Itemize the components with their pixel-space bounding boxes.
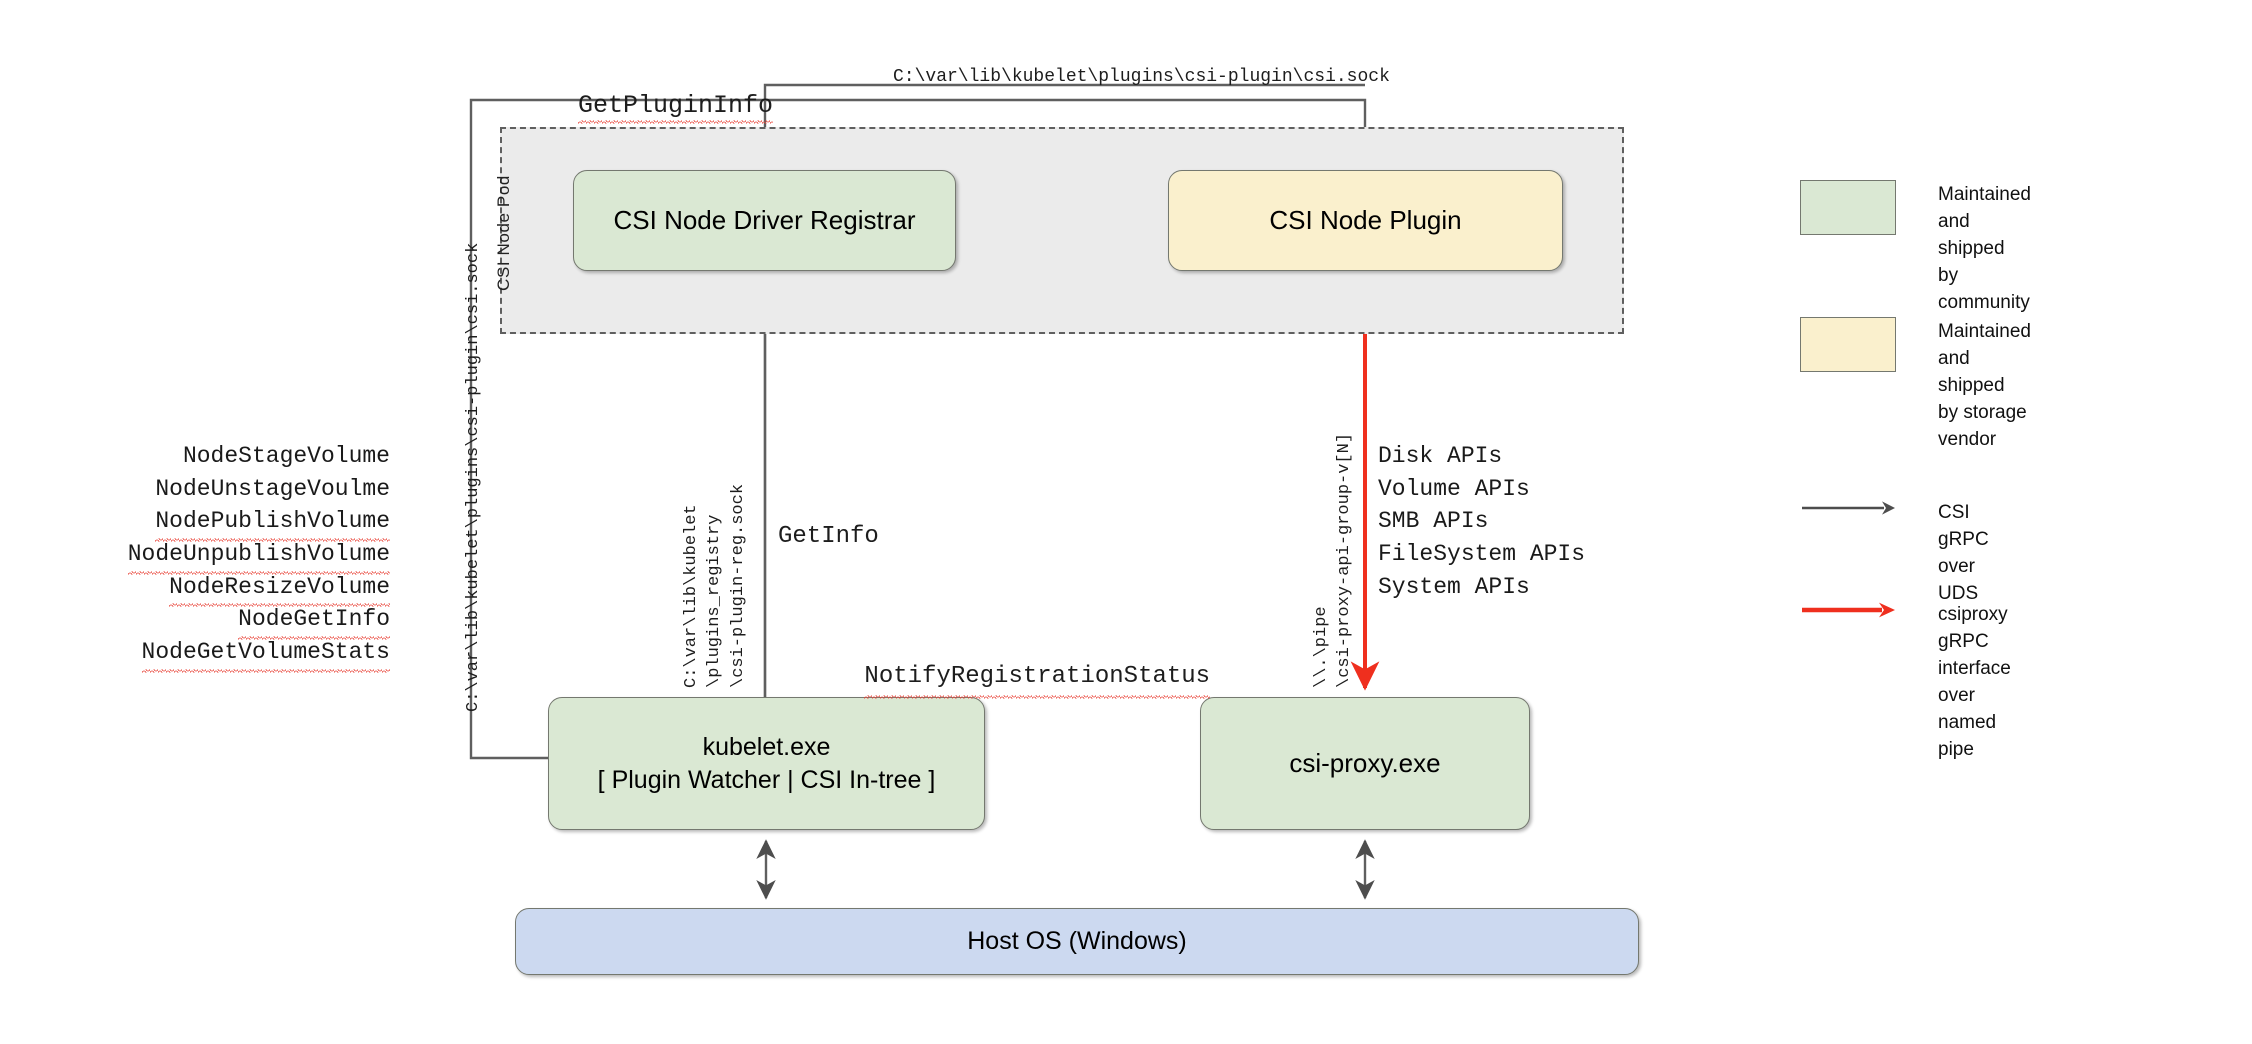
node-label-line1: kubelet.exe	[702, 732, 831, 761]
api-name: NodeGetVolumeStats	[141, 636, 391, 673]
csi-node-api-item: NodePublishVolume	[100, 505, 390, 542]
legend-label: Maintained and shipped by community	[1938, 184, 2031, 313]
node-label: csi-proxy.exe	[1289, 748, 1441, 779]
gray-arrow-icon	[1802, 501, 1895, 515]
csi-node-api-item: NodeUnstageVoulme	[100, 473, 390, 506]
csi-node-api-item: NodeResizeVolume	[100, 571, 390, 607]
label-text: GetPluginInfo	[578, 91, 774, 124]
node-label: CSI Node Plugin	[1269, 205, 1462, 236]
label-plugins-registry-path-vertical: C:\var\lib\kubelet \plugins_registry \cs…	[682, 483, 748, 688]
legend-item-community: Maintained and shipped by community	[1800, 180, 2031, 317]
legend-item-storage-vendor: Maintained and shipped by storage vendor	[1800, 317, 2031, 454]
csi-node-api-item: NodeGetVolumeStats	[100, 636, 391, 673]
label-named-pipe-path-vertical: \\.\pipe \csi-proxy-api-group-v[N]	[1312, 432, 1355, 688]
legend-label: Maintained and shipped by storage vendor	[1938, 321, 2031, 450]
legend-label: csiproxy gRPC interface over named pipe	[1938, 604, 2011, 760]
csi-proxy-api-item: Disk APIs	[1378, 443, 1503, 469]
legend-label: CSI gRPC over UDS	[1938, 502, 1989, 604]
label-registration-rpcs: GetInfo NotifyRegistrationStatus	[778, 452, 1210, 797]
csi-node-api-item: NodeStageVolume	[100, 440, 390, 473]
node-label: CSI Node Driver Registrar	[613, 205, 916, 236]
legend-swatch-green	[1800, 180, 1896, 235]
legend-swatch-cream	[1800, 317, 1896, 372]
csi-proxy-api-item: System APIs	[1378, 573, 1530, 600]
node-csi-node-plugin[interactable]: CSI Node Plugin	[1168, 170, 1563, 271]
label-get-info: GetInfo	[778, 523, 879, 551]
label-notify-registration-status: NotifyRegistrationStatus	[864, 660, 1210, 699]
api-name: NodeStageVolume	[182, 443, 390, 469]
node-host-os[interactable]: Host OS (Windows)	[515, 908, 1639, 975]
csi-node-pod-label: CSI Node Pod	[494, 175, 513, 291]
api-name: NodePublishVolume	[155, 505, 390, 542]
node-csi-proxy-exe[interactable]: csi-proxy.exe	[1200, 697, 1530, 830]
api-name: NodeUnstageVoulme	[155, 475, 390, 502]
node-csi-node-driver-registrar[interactable]: CSI Node Driver Registrar	[573, 170, 956, 271]
csi-proxy-api-item: Volume APIs	[1378, 475, 1530, 502]
legend-item-csiproxy-named-pipe: csiproxy gRPC interface over named pipe	[1800, 600, 2011, 764]
csi-proxy-api-item: FileSystem APIs	[1378, 540, 1586, 567]
legend-item-csi-grpc-uds: CSI gRPC over UDS	[1800, 498, 1989, 608]
csi-proxy-api-item: SMB APIs	[1378, 508, 1489, 535]
node-kubelet-exe[interactable]: kubelet.exe [ Plugin Watcher | CSI In-tr…	[548, 697, 985, 830]
csi-node-api-item: NodeGetInfo	[100, 603, 390, 640]
red-arrow-icon	[1802, 602, 1895, 618]
label-csi-sock-path-top: C:\var\lib\kubelet\plugins\csi-plugin\cs…	[893, 67, 1390, 87]
api-name: NodeGetInfo	[238, 603, 390, 640]
api-name: NodeResizeVolume	[169, 571, 390, 607]
node-label-line2: [ Plugin Watcher | CSI In-tree ]	[597, 765, 936, 794]
node-label: Host OS (Windows)	[967, 927, 1187, 955]
label-csi-sock-path-vertical: C:\var\lib\kubelet\plugins\csi-plugin\cs…	[464, 242, 483, 712]
label-get-plugin-info: GetPluginInfo	[518, 62, 774, 149]
api-name: NodeUnpublishVolume	[127, 538, 391, 575]
csi-node-api-item: NodeUnpublishVolume	[100, 538, 391, 575]
